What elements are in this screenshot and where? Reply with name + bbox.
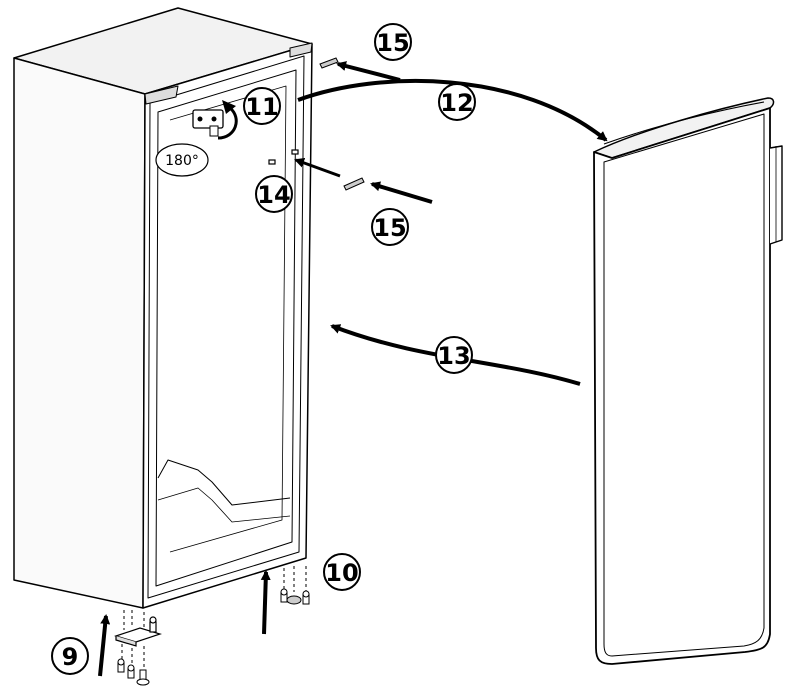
hinge-pin (209, 125, 219, 137)
screw-guides-right (283, 566, 307, 594)
svg-text:14: 14 (257, 181, 290, 209)
rotation-label: 180° (165, 153, 199, 169)
top-hinge-plate (192, 109, 224, 129)
rotate-arrow-icon (217, 106, 238, 140)
svg-text:13: 13 (437, 342, 470, 370)
hinge-cover-caps[interactable] (268, 149, 299, 165)
cabinet-front-inner (147, 55, 305, 599)
bottom-hinge[interactable] (114, 616, 162, 647)
cabinet-liner (155, 69, 297, 587)
cover-plug-top[interactable] (319, 57, 339, 69)
callout-10: 10 (323, 553, 361, 591)
arrow-15-bottom (370, 181, 433, 204)
svg-text:15: 15 (376, 29, 409, 57)
arrow-10 (260, 570, 271, 635)
callout-9: 9 (51, 637, 89, 675)
svg-text:11: 11 (245, 93, 278, 121)
top-hinge[interactable]: 180° (155, 100, 238, 177)
top-trim-right (289, 42, 313, 58)
rotation-badge (155, 143, 209, 177)
arrow-9 (98, 614, 111, 677)
callout-12: 12 (438, 83, 476, 121)
door-front (593, 107, 771, 665)
cabinet-front (142, 43, 313, 609)
door-top-edge (593, 97, 775, 159)
callout-15-bottom: 15 (371, 208, 409, 246)
arrow-12 (297, 79, 608, 142)
svg-text:12: 12 (440, 89, 473, 117)
screws-right[interactable] (280, 588, 310, 605)
callout-14: 14 (255, 175, 293, 213)
arrow-15-top (336, 61, 401, 82)
hinge-hole-icon (197, 116, 203, 122)
screws-left[interactable] (117, 658, 150, 686)
top-trim (144, 85, 179, 105)
callout-15-top: 15 (374, 23, 412, 61)
hinge-hole-icon (211, 116, 217, 122)
arrow-14 (294, 158, 341, 178)
crisper-contour (157, 459, 291, 506)
crisper-contour-lower (157, 487, 291, 523)
door-inner-border (603, 113, 765, 657)
svg-text:9: 9 (62, 643, 79, 671)
cabinet-side (13, 57, 146, 609)
svg-text:10: 10 (325, 559, 358, 587)
callout-13: 13 (435, 336, 473, 374)
cover-plug-middle[interactable] (343, 177, 365, 191)
svg-text:15: 15 (373, 214, 406, 242)
callout-11: 11 (243, 87, 281, 125)
fridge-door[interactable] (593, 97, 783, 665)
